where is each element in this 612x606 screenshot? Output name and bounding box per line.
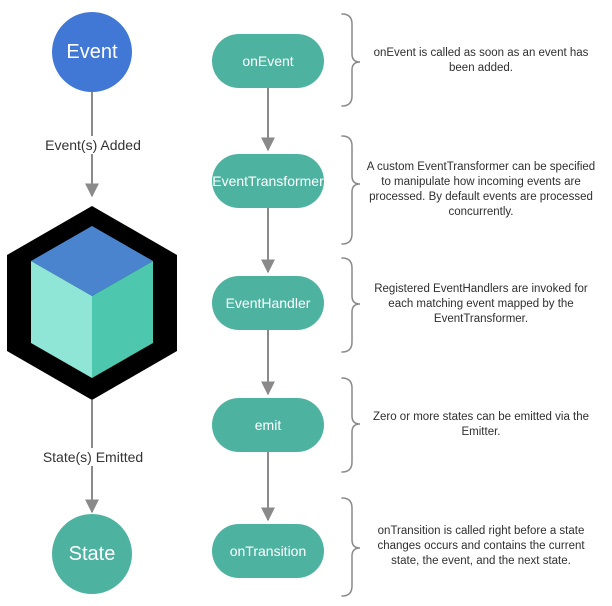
events-added-label: Event(s) Added [20,136,166,154]
states-emitted-label: State(s) Emitted [20,448,166,466]
step-emit-description: Zero or more states can be emitted via t… [372,411,590,438]
step-eventtransformer-description: A custom EventTransformer can be specifi… [366,161,596,218]
state-node-label: State [68,542,116,565]
step-eventtransformer: EventTransformer [212,154,324,208]
event-node-label: Event [66,40,118,63]
state-node: State [52,514,132,594]
hexagon-cube-icon [7,206,177,400]
step-ontransition: onTransition [212,524,324,578]
step-onevent-label: onEvent [242,53,294,69]
event-node: Event [52,12,132,92]
step-emit-label: emit [254,417,282,433]
step-ontransition-description: onTransition is called right before a st… [377,525,585,567]
brace-1 [341,13,361,107]
step-emit: emit [212,398,324,452]
step-eventhandler: EventHandler [212,276,324,330]
brace-2 [341,135,361,245]
step-eventhandler-label: EventHandler [225,295,311,311]
step-eventhandler-description: Registered EventHandlers are invoked for… [374,283,588,325]
step-eventtransformer-label: EventTransformer [212,173,324,189]
step-onevent: onEvent [212,34,324,88]
step-ontransition-label: onTransition [229,543,307,559]
step-onevent-description: onEvent is called as soon as an event ha… [373,47,589,74]
brace-3 [341,257,361,353]
brace-5 [341,497,361,597]
brace-4 [341,377,361,473]
